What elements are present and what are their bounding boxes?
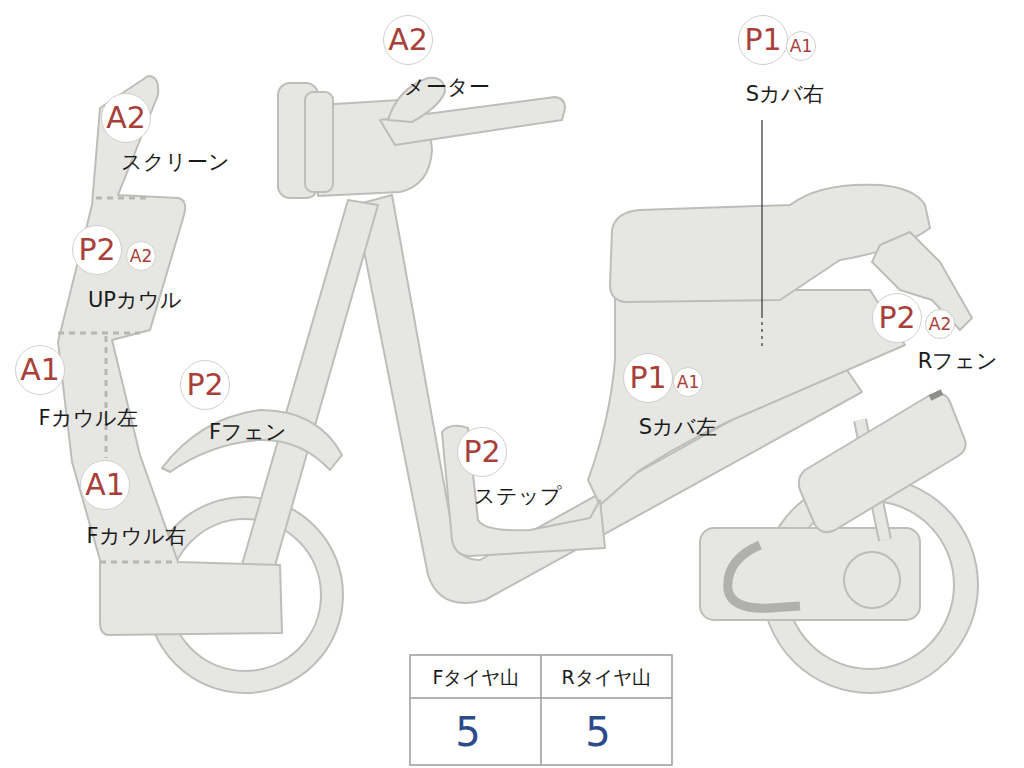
callout-circle: A1 — [786, 31, 816, 61]
table-header: Rタイヤ山 — [561, 667, 650, 688]
callout-code: A2 — [130, 248, 152, 265]
callout-code: A1 — [20, 355, 60, 385]
table-value: 5 — [585, 710, 610, 754]
callout-circle: A1 — [15, 345, 65, 395]
callout-circle: A2 — [383, 15, 433, 65]
callout-code: A2 — [106, 103, 146, 133]
part-name: Fカウル左 — [38, 407, 137, 430]
callout-code: P2 — [186, 370, 223, 400]
engine — [700, 528, 920, 620]
part-name: Sカバ左 — [639, 416, 717, 439]
callout-circle: A1 — [80, 460, 130, 510]
callout-code: A2 — [929, 316, 951, 333]
exhaust-pipe — [728, 545, 800, 608]
cowl-seam — [105, 336, 108, 458]
callout-code: P1 — [629, 363, 666, 393]
callout-circle: P2 — [180, 360, 230, 410]
grip-end — [305, 92, 333, 192]
part-name: Fカウル右 — [86, 525, 185, 548]
leader-line-hidden — [761, 322, 762, 346]
callout-code: P2 — [463, 437, 500, 467]
callout-code: A2 — [388, 25, 428, 55]
callout-circle: P1 — [738, 15, 788, 65]
table-value: 5 — [455, 710, 480, 754]
callout-circle: P2 — [872, 293, 922, 343]
front-cowl — [58, 76, 282, 635]
part-name: UPカウル — [88, 289, 182, 312]
side-cover — [588, 290, 905, 505]
table-rule — [540, 655, 542, 765]
muffler-tip — [930, 392, 942, 398]
part-name: Sカバ右 — [746, 83, 824, 106]
front-fender — [162, 410, 342, 472]
rear-hub — [844, 552, 900, 608]
callout-code: P1 — [744, 25, 781, 55]
part-name: Fフェン — [209, 421, 287, 444]
front-fork — [236, 200, 378, 590]
callout-code: A1 — [790, 38, 812, 55]
step — [442, 426, 605, 556]
part-name: スクリーン — [121, 151, 230, 174]
callout-circle: A2 — [925, 309, 955, 339]
table-header: Fタイヤ山 — [433, 667, 520, 688]
part-name: Rフェン — [918, 350, 999, 373]
callout-circle: A2 — [126, 241, 156, 271]
cowl-seam — [100, 561, 178, 564]
callout-code: A1 — [85, 470, 125, 500]
cowl-seam — [96, 197, 150, 200]
callout-code: A1 — [677, 374, 699, 391]
callout-circle: P1 — [623, 353, 673, 403]
leader-line — [761, 120, 762, 318]
table-frame — [410, 655, 672, 765]
part-name: ステップ — [474, 485, 562, 508]
muffler — [799, 394, 966, 533]
callout-circle: P2 — [457, 427, 507, 477]
callout-code: P2 — [78, 235, 115, 265]
callout-circle: P2 — [72, 225, 122, 275]
cowl-seam — [58, 332, 140, 335]
callout-circle: A1 — [673, 367, 703, 397]
part-name: メーター — [404, 76, 490, 99]
callout-circle: A2 — [101, 93, 151, 143]
callout-code: P2 — [878, 303, 915, 333]
